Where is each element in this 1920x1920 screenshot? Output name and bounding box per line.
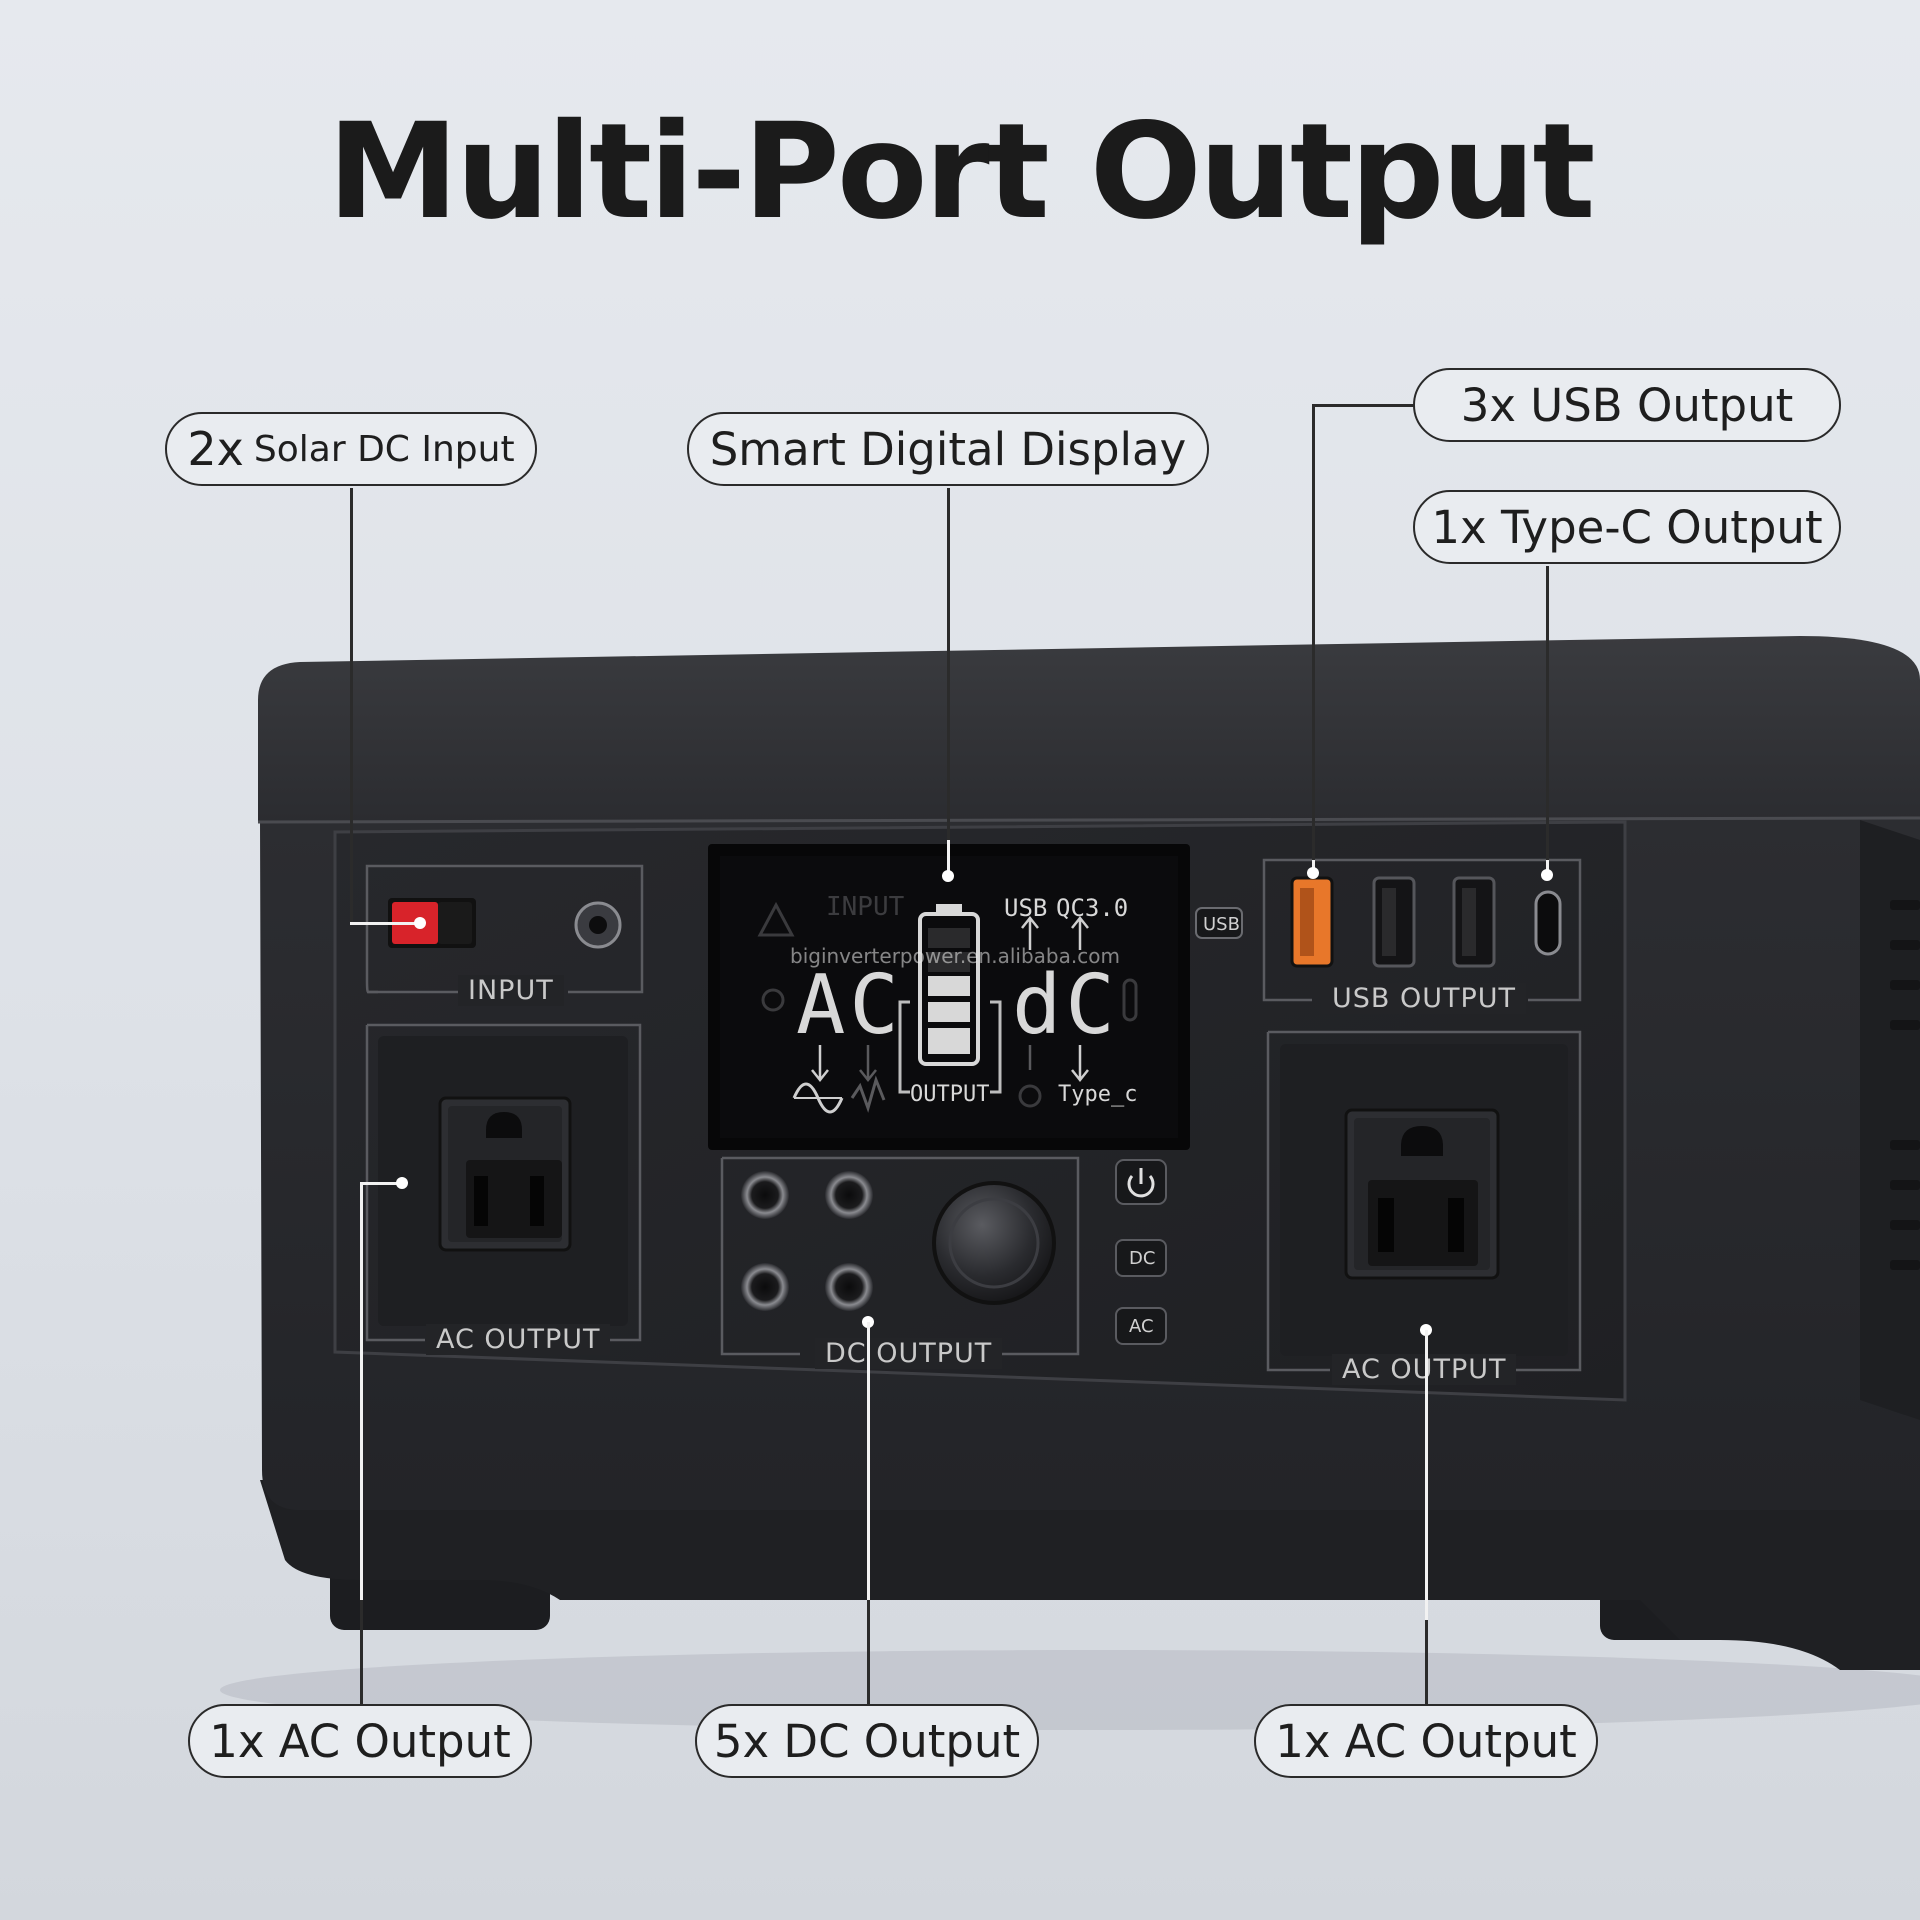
- headline: Multi-Port Output: [327, 95, 1595, 249]
- leader-ac-right-vertical-inner: [1425, 1330, 1428, 1620]
- lcd-qc-label: QC3.0: [1056, 894, 1129, 922]
- callout-usb-output: 3x USB Output: [1413, 368, 1841, 442]
- dc-button-label: DC: [1129, 1248, 1156, 1269]
- leader-solar-dot: [414, 917, 426, 929]
- typec-port: [1534, 890, 1562, 956]
- dc-output-ports: [741, 1171, 873, 1311]
- lcd-usb-label: USB: [1004, 894, 1048, 922]
- leader-usb-horizontal: [1312, 404, 1416, 407]
- dc-output-frame: [720, 1156, 1080, 1356]
- ac-left-frame: [365, 1023, 642, 1342]
- lcd-right-digits: dC: [1012, 958, 1119, 1053]
- input-panel-label: INPUT: [458, 975, 564, 1006]
- device-lid: [258, 636, 1920, 822]
- callout-ac-output-right: 1x AC Output: [1254, 1704, 1598, 1778]
- lcd-typec-label: Type_c: [1058, 1082, 1138, 1107]
- callout-ac-output-left: 1x AC Output: [188, 1704, 532, 1778]
- leader-display-vertical-outer: [947, 488, 950, 840]
- leader-ac-left-vertical-outer: [360, 1600, 363, 1704]
- callout-dc-output: 5x DC Output: [695, 1704, 1039, 1778]
- ac-right-frame: [1266, 1030, 1582, 1372]
- leader-usb-dot: [1307, 867, 1319, 879]
- leader-usb-vertical-outer: [1312, 404, 1315, 860]
- leader-ac-left-dot: [396, 1177, 408, 1189]
- usb-display-button-label: USB: [1203, 914, 1240, 935]
- leader-dc-vertical-outer: [867, 1600, 870, 1704]
- watermark: biginverterpower.en.alibaba.com: [790, 944, 1120, 968]
- callout-typec-output: 1x Type-C Output: [1413, 490, 1841, 564]
- callout-solar-dc-input: 2x Solar DC Input: [165, 412, 537, 486]
- ac-right-panel-label: AC OUTPUT: [1332, 1354, 1517, 1385]
- leader-display-dot: [942, 870, 954, 882]
- usb-display-button: [1195, 907, 1243, 939]
- usb-ports: [1290, 876, 1562, 968]
- lcd-warning-icon: [757, 901, 795, 937]
- callout-solar-count: 2x: [187, 422, 244, 476]
- leader-ac-right-vertical-outer: [1425, 1620, 1428, 1704]
- usb-output-panel-label: USB OUTPUT: [1322, 983, 1527, 1014]
- usb-frame: [1262, 858, 1582, 1002]
- lcd-input-label: INPUT: [826, 892, 905, 922]
- callout-smart-digital-display: Smart Digital Display: [687, 412, 1209, 486]
- leader-ac-left-horizontal: [360, 1182, 402, 1185]
- car-socket: [932, 1181, 1056, 1305]
- device-base: [260, 1480, 1920, 1670]
- leader-solar-vertical: [350, 488, 353, 924]
- leader-usb-vertical-inner: [1312, 860, 1315, 872]
- leader-solar-horizontal: [350, 922, 420, 925]
- side-vents: [1890, 900, 1920, 1270]
- leader-typec-vertical-outer: [1546, 566, 1549, 860]
- ac-button: [1115, 1307, 1167, 1345]
- leader-typec-vertical-inner: [1546, 860, 1549, 874]
- leader-dc-vertical-inner: [867, 1322, 870, 1600]
- dc-button: [1115, 1239, 1167, 1277]
- ac-left-panel-label: AC OUTPUT: [426, 1324, 611, 1355]
- leader-display-vertical-inner: [947, 840, 950, 876]
- lcd-left-digits: AC: [796, 958, 903, 1053]
- lcd-thermometer-icon: [1122, 978, 1138, 1022]
- dc-output-panel-label: DC OUTPUT: [815, 1338, 1003, 1369]
- callout-solar-label: Solar DC Input: [253, 428, 515, 470]
- lcd-output-label: OUTPUT: [910, 1082, 990, 1107]
- ac-button-label: AC: [1129, 1316, 1154, 1337]
- leader-ac-left-vertical-inner: [360, 1182, 363, 1600]
- leader-typec-dot: [1541, 869, 1553, 881]
- lcd-bulb-icon: [761, 988, 785, 1012]
